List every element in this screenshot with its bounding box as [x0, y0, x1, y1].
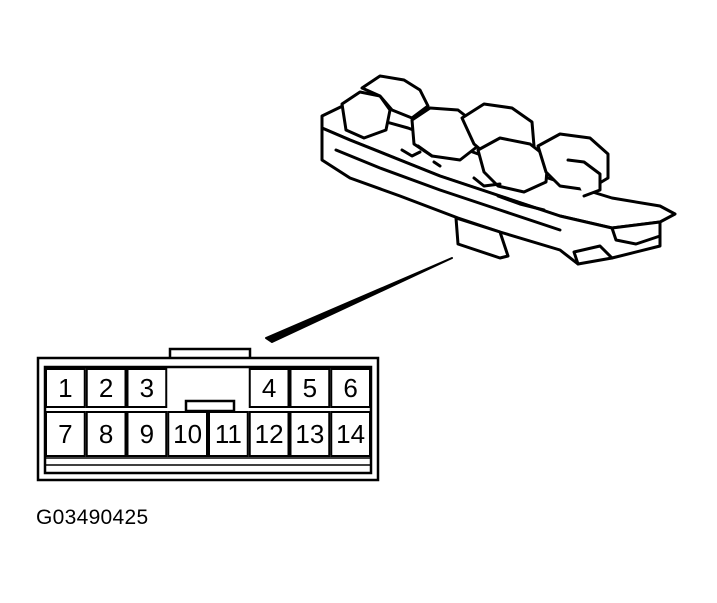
pin-13-label: 13 [295, 419, 324, 449]
pin-4-cell [248, 368, 290, 408]
pin-12-label: 12 [255, 419, 284, 449]
pin-8-cell [85, 411, 127, 457]
pin-9-cell [126, 411, 168, 457]
pin-9-label: 9 [140, 419, 154, 449]
pin-11-label: 11 [215, 419, 242, 449]
leader-pointer [265, 257, 453, 343]
pin-11-cell [208, 411, 249, 457]
pin-5-label: 5 [303, 373, 317, 403]
pin-3-label: 3 [140, 373, 154, 403]
power-window-master-switch [320, 74, 677, 266]
pin-3-cell [126, 368, 168, 408]
pin-8-label: 8 [99, 419, 113, 449]
pin-7-label: 7 [58, 419, 72, 449]
pin-2-label: 2 [99, 373, 113, 403]
pin-2-cell [85, 368, 127, 408]
pin-1-label: 1 [58, 373, 72, 403]
pin-1-cell [45, 368, 86, 408]
pin-10-cell [167, 411, 208, 457]
pin-10-label: 10 [173, 419, 202, 449]
figure-id: G03490425 [36, 506, 149, 529]
pin-14-label: 14 [336, 419, 365, 449]
pin-7-cell [45, 411, 86, 457]
pin-5-cell [289, 368, 331, 408]
pin-12-cell [248, 411, 290, 457]
pin-6-cell [330, 368, 371, 408]
pin-14-cell [330, 411, 371, 457]
pin-4-label: 4 [262, 373, 276, 403]
pin-6-label: 6 [343, 373, 357, 403]
pin-13-cell [289, 411, 331, 457]
